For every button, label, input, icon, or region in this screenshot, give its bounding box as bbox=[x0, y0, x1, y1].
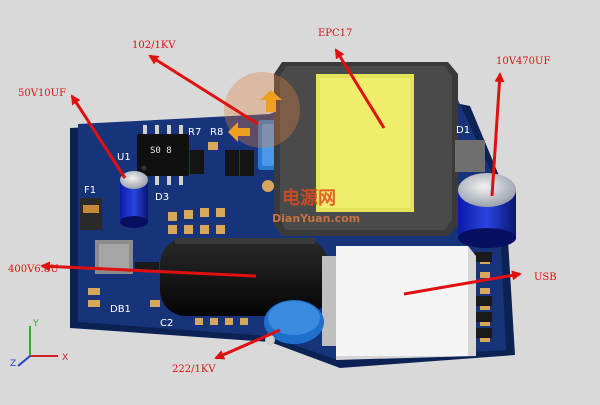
label-u1: U1 bbox=[117, 152, 131, 163]
y-capacitor-102 bbox=[258, 120, 278, 192]
label-r8: R8 bbox=[210, 127, 223, 138]
usb-connector bbox=[322, 246, 476, 360]
label-db1: DB1 bbox=[110, 304, 131, 315]
label-50v10uf: 50V10UF bbox=[18, 88, 66, 99]
annotation-labels: 102/1KV EPC17 50V10UF 10V470UF 400V6.8U … bbox=[8, 28, 557, 375]
label-f1: F1 bbox=[84, 185, 96, 196]
diode-d1 bbox=[455, 140, 485, 172]
silkscreen-labels: U1 R7 R8 D1 F1 D3 DB1 C2 bbox=[84, 125, 470, 329]
transformer-epc17 bbox=[274, 62, 458, 236]
arrow-epc17 bbox=[334, 48, 386, 129]
arrow-usb bbox=[403, 270, 522, 296]
label-usb: USB bbox=[534, 272, 557, 283]
orange-arrows bbox=[228, 90, 282, 142]
cap-50v10uf bbox=[120, 171, 148, 228]
label-d1: D1 bbox=[456, 125, 470, 136]
arrow-50v10uf bbox=[70, 94, 127, 179]
arrow-102-1kv bbox=[148, 54, 259, 126]
axis-gizmo: Y X Z bbox=[10, 319, 68, 369]
y-capacitor-222 bbox=[264, 300, 324, 345]
label-400v6-8u: 400V6.8U bbox=[8, 264, 59, 275]
fuse-f1 bbox=[80, 198, 102, 230]
label-epc17: EPC17 bbox=[318, 28, 352, 39]
label-222-1kv: 222/1KV bbox=[172, 364, 216, 375]
arrow-222-1kv bbox=[214, 328, 281, 360]
arrow-10v470uf bbox=[490, 72, 505, 197]
cap-400v6-8u bbox=[160, 238, 328, 316]
cap-10v470uf bbox=[458, 173, 516, 248]
chip-marking: S0 8 bbox=[150, 146, 172, 156]
watermark-url: DianYuan.com bbox=[272, 212, 360, 225]
arrow-400v bbox=[40, 261, 257, 278]
axis-z-label: Z bbox=[10, 359, 16, 369]
label-10v470uf: 10V470UF bbox=[496, 56, 550, 67]
label-102-1kv: 102/1KV bbox=[132, 40, 176, 51]
label-r7: R7 bbox=[188, 127, 201, 138]
label-d3: D3 bbox=[155, 192, 169, 203]
watermark-cn: 电源网 bbox=[282, 187, 336, 209]
axis-y-label: Y bbox=[32, 319, 39, 329]
label-c2: C2 bbox=[160, 318, 173, 329]
annotation-arrows bbox=[40, 48, 522, 360]
ic-u1: S0 8 bbox=[137, 125, 189, 185]
axis-x-label: X bbox=[62, 353, 68, 363]
